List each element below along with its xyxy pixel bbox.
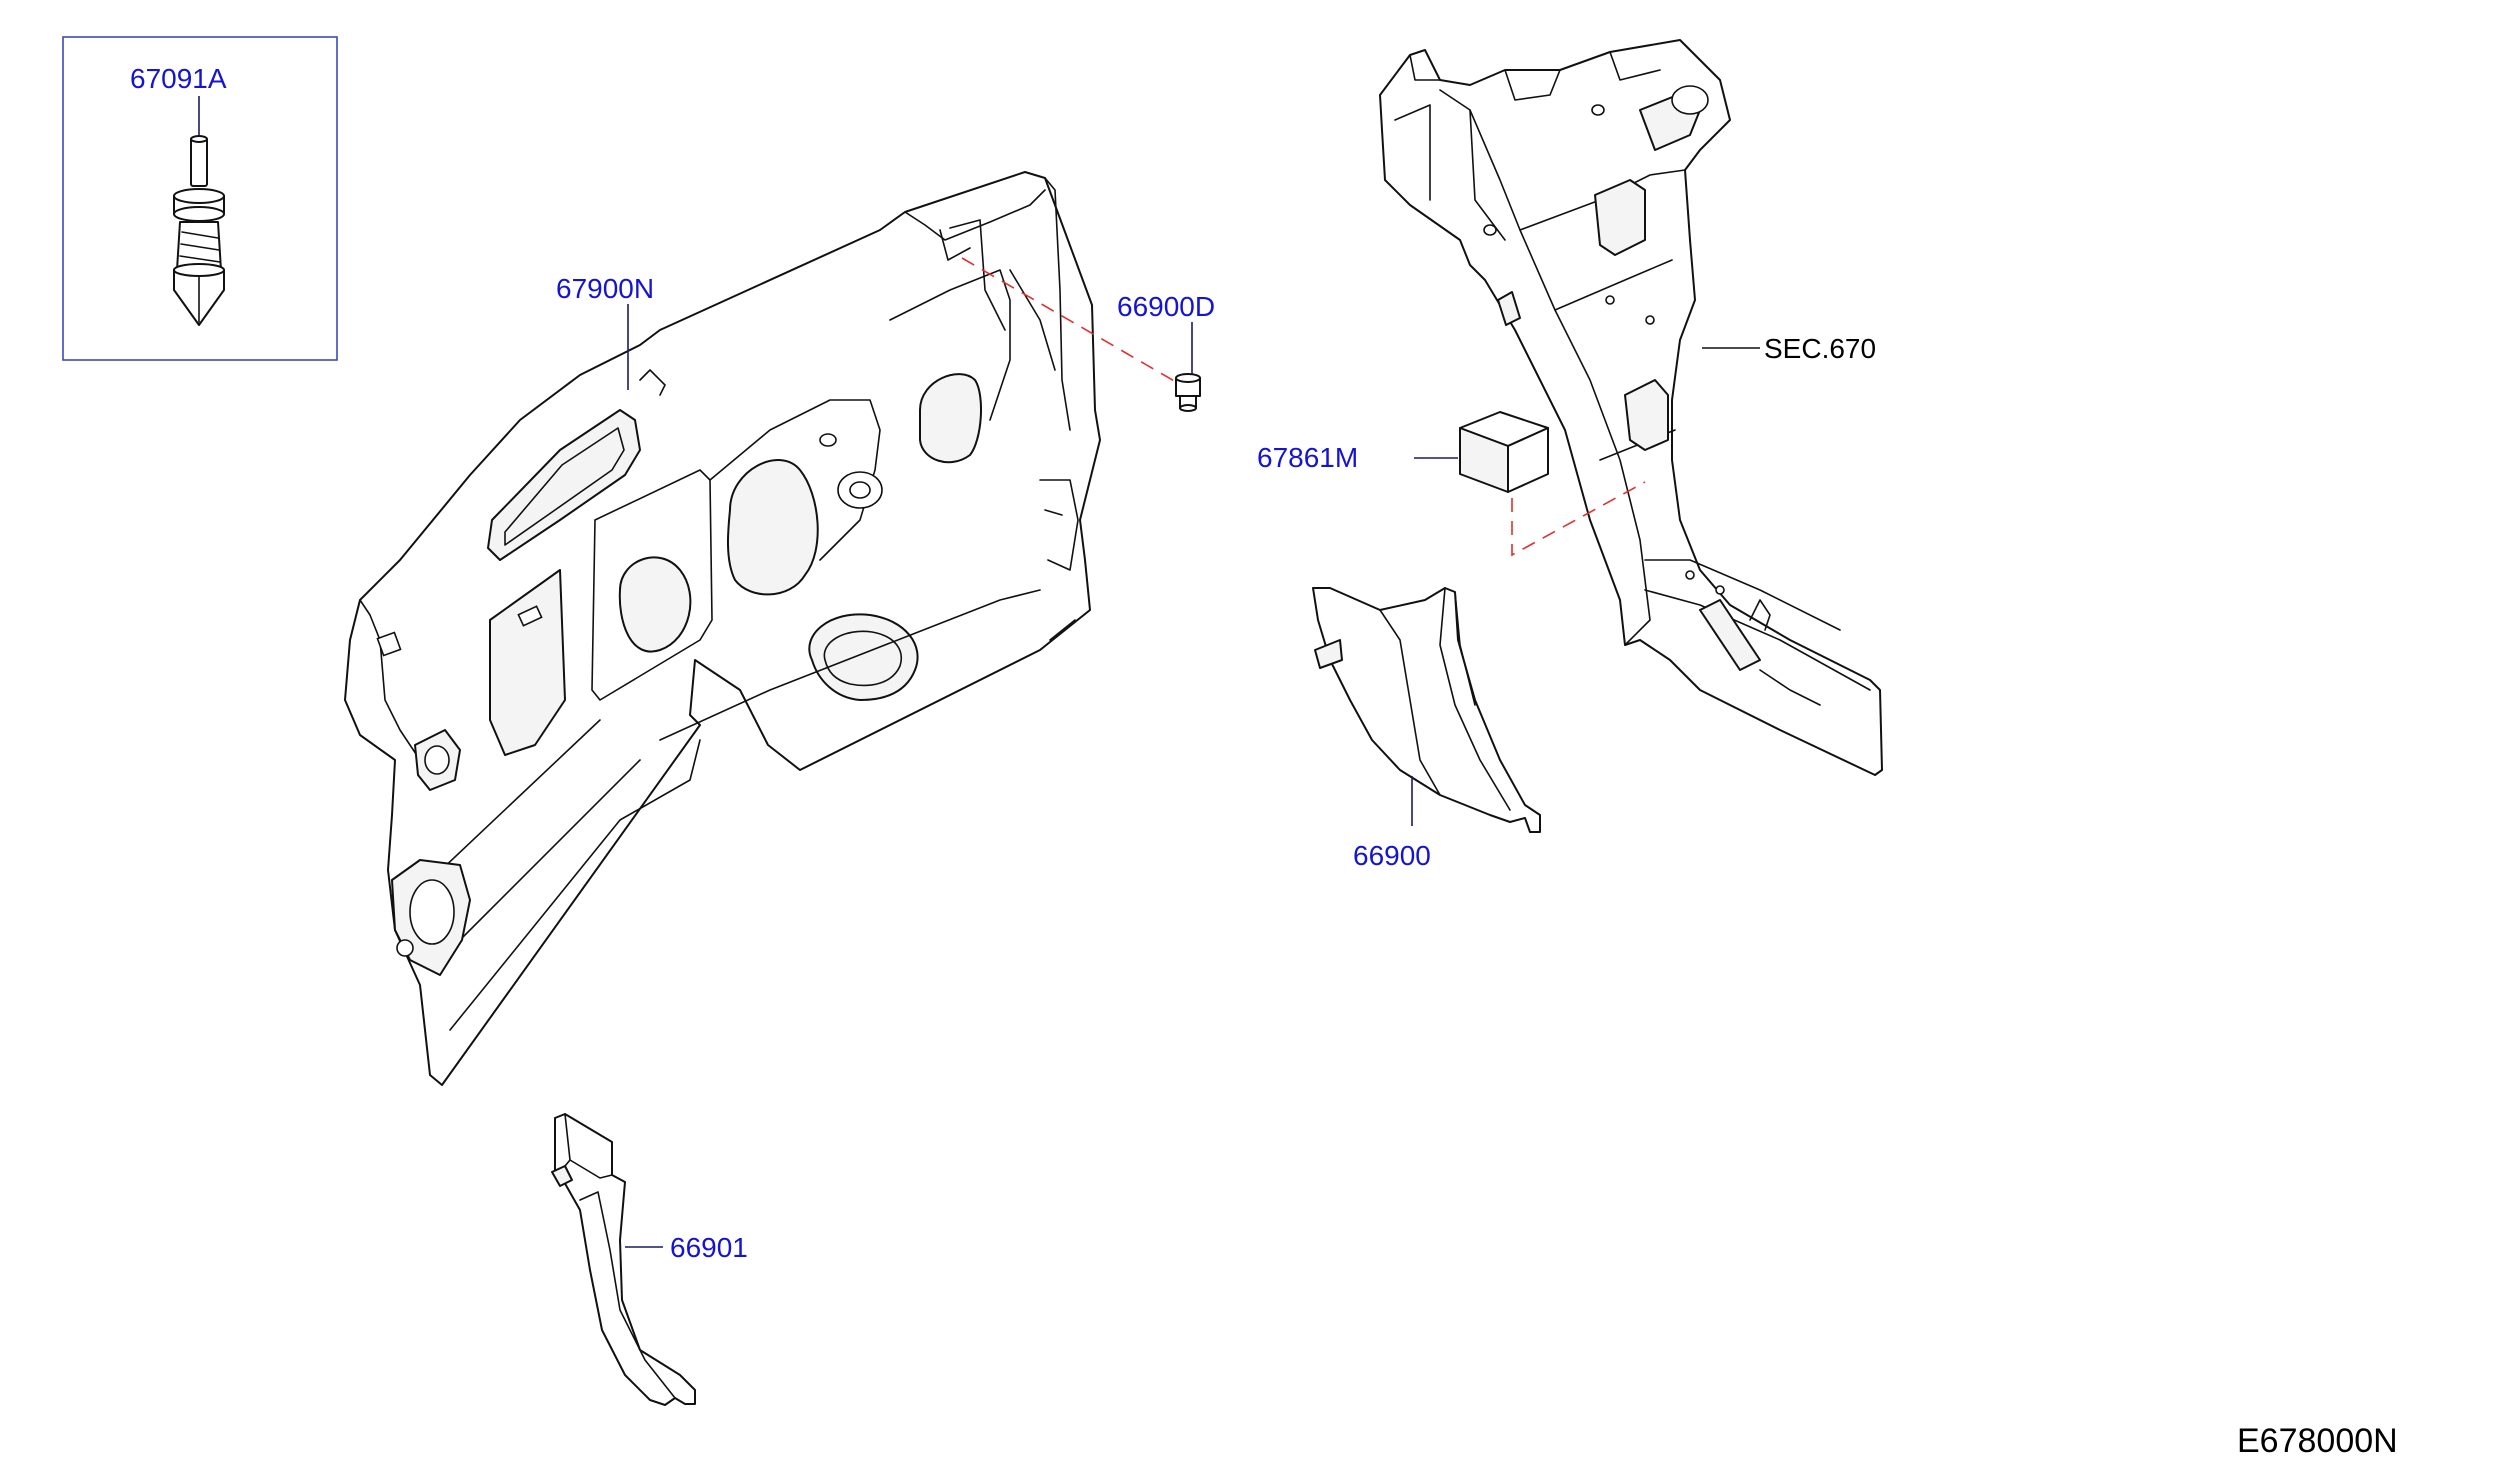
finisher-front-part	[1312, 587, 1541, 833]
side-body-panel-part	[1379, 39, 1883, 776]
pad-part-number: 67861M	[1257, 442, 1358, 473]
finisher-front-part-number: 66900	[1353, 840, 1431, 871]
dash-insulator-part	[344, 171, 1101, 1086]
screw-part-number: 67091A	[130, 63, 227, 94]
clip-dash-line	[961, 257, 1177, 383]
inset-frame	[62, 36, 338, 361]
pad-dash-line	[1511, 481, 1646, 557]
finisher-lower-part	[551, 1113, 696, 1406]
dash-insulator-part-number: 67900N	[556, 273, 654, 304]
clip-part-number: 66900D	[1117, 291, 1215, 322]
finisher-lower-part-number: 66901	[670, 1232, 748, 1263]
pad-part	[1459, 411, 1549, 493]
screw-inset: 67091A	[62, 36, 338, 361]
section-ref-label: SEC.670	[1764, 333, 1876, 364]
diagram-code: E678000N	[2237, 1422, 2398, 1460]
clip-part	[1175, 373, 1201, 412]
screw-part	[173, 135, 225, 326]
